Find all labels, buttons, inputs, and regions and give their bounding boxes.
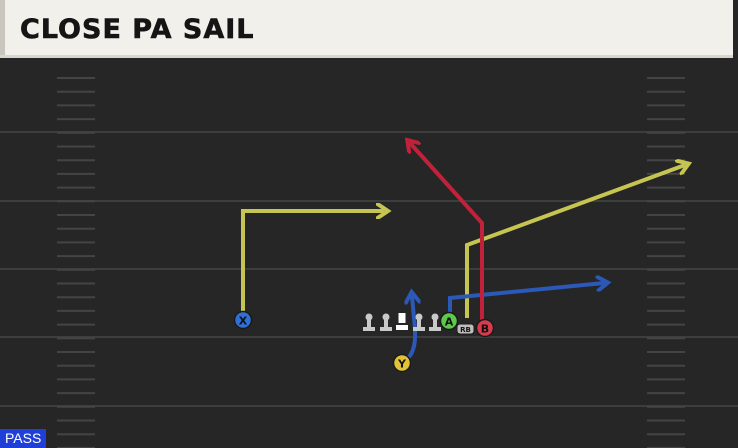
player-rb-label: RB — [460, 326, 471, 334]
play-title: CLOSE PA SAIL — [20, 14, 255, 46]
player-y-label: Y — [397, 358, 407, 371]
player-a-label: A — [445, 316, 454, 329]
center-icon — [396, 313, 408, 330]
route-x-out — [241, 211, 384, 318]
routes — [241, 143, 685, 360]
yard-lines — [0, 131, 738, 407]
player-a[interactable]: A — [439, 311, 459, 331]
player-rb[interactable]: RB — [456, 323, 475, 335]
route-b-post — [410, 143, 484, 325]
player-y[interactable]: Y — [392, 353, 412, 373]
route-y-hot — [408, 296, 415, 360]
hash-marks-right — [647, 77, 685, 448]
route-rb-flat — [448, 283, 604, 318]
lineman-icon — [363, 313, 375, 331]
player-b-label: B — [481, 323, 489, 336]
pass-badge: PASS — [0, 429, 47, 448]
lineman-icon — [380, 313, 392, 331]
hash-marks-left — [57, 77, 95, 448]
play-title-bar: CLOSE PA SAIL — [0, 0, 733, 58]
player-b[interactable]: B — [475, 318, 495, 338]
player-x-label: X — [239, 315, 248, 328]
offensive-line — [363, 313, 441, 331]
route-a-corner — [465, 165, 685, 318]
lineman-icon — [429, 313, 441, 331]
play-diagram: X Y A RB B — [0, 77, 738, 448]
player-x[interactable]: X — [233, 310, 253, 330]
play-field: X Y A RB B — [0, 61, 738, 448]
lineman-icon — [413, 313, 425, 331]
